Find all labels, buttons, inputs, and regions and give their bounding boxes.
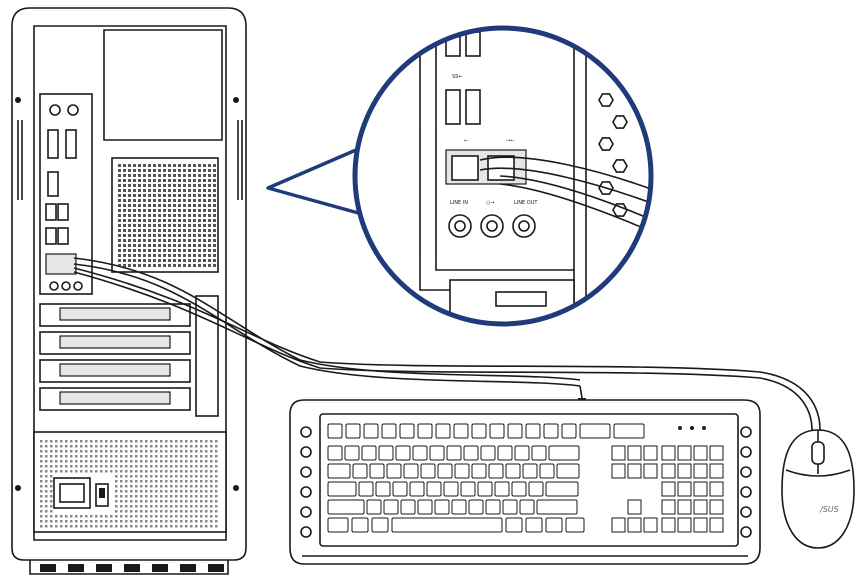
callout-usb-label: SS← — [452, 74, 463, 80]
callout-jack3-label: LINE OUT — [514, 200, 538, 206]
cables — [73, 257, 821, 431]
usb-port-icon — [45, 203, 69, 245]
expansion-slots — [39, 303, 191, 411]
mouse-icon: /SUS — [781, 429, 855, 549]
mouse-brand-label: /SUS — [819, 505, 839, 514]
callout-jack1-label: LINE IN — [450, 200, 468, 206]
power-socket-icon — [53, 477, 109, 509]
audio-jack-icon — [49, 281, 83, 291]
keyboard-icon — [289, 399, 761, 565]
callout-jack2-label: ○→ — [486, 200, 495, 206]
pc-tower-icon — [11, 7, 247, 575]
callout-usb2-label: ← — [464, 138, 468, 144]
magnifier-callout-icon: SS← ← →← LINE IN ○→ LINE OUT — [266, 25, 654, 327]
callout-port-label: →← — [506, 138, 514, 144]
callout-audio-jack-icon — [448, 214, 536, 238]
